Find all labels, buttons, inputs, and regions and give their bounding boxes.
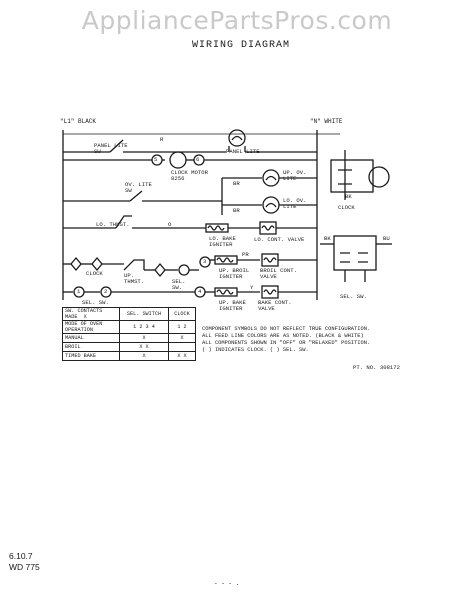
sel-switch-3 (178, 264, 190, 276)
broil-cont-valve-label: BROIL CONT. VALVE (260, 267, 297, 280)
bk-label-clock: BK (345, 193, 352, 200)
table-cell: 1 2 (168, 320, 196, 334)
upper-bake-igniter (214, 287, 238, 297)
sel-sw-left-label: SEL. SW. (82, 299, 109, 306)
br-label-1: BR (233, 180, 240, 187)
table-cell: CLOCK (168, 307, 196, 321)
table-cell: X (168, 333, 196, 343)
note-line: ALL COMPONENTS SHOWN IN "OFF" OR "RELAXE… (202, 340, 371, 346)
y-label: Y (250, 284, 254, 291)
panel-lite-label: PANEL LITE (226, 148, 260, 155)
clock-detail-box (330, 159, 374, 193)
oven-lite-switch (129, 190, 143, 202)
clock-motor (169, 151, 187, 169)
table-cell: X X (168, 351, 196, 361)
table-row: SW. CONTACTS MADE X SEL. SWITCH CLOCK (62, 307, 196, 321)
diagram-notes: COMPONENT SYMBOLS DO NOT REFLECT TRUE CO… (202, 326, 370, 354)
note-line: COMPONENT SYMBOLS DO NOT REFLECT TRUE CO… (202, 326, 371, 332)
clock-switch-a (70, 256, 82, 272)
switch-contacts-table: SW. CONTACTS MADE X SEL. SWITCH CLOCK MO… (62, 307, 196, 361)
table-row: MANUAL X X (62, 333, 196, 343)
num-3: 3 (203, 258, 207, 265)
note-line: ( ) INDICATES CLOCK. ( ) SEL. SW. (202, 347, 309, 353)
table-row: TIMED BAKE X X X (62, 351, 196, 361)
table-cell: BROIL (62, 342, 120, 352)
table-row: MODE OF OVEN OPERATION 1 2 3 4 1 2 (62, 320, 196, 334)
watermark: AppliancePartsPros.com (81, 6, 393, 35)
table-cell: MANUAL (62, 333, 120, 343)
footer-code-1: 6.10.7 (9, 551, 33, 561)
table-cell: 1 2 3 4 (119, 320, 169, 334)
lower-thermostat (115, 215, 132, 229)
upper-thermostat (123, 259, 145, 271)
bake-cont-valve-label: BAKE CONT. VALVE (258, 299, 292, 312)
clock-detail-dial (368, 166, 390, 188)
sel-sw-right-label: SEL. SW. (340, 293, 367, 300)
clock-switch-b (91, 256, 103, 272)
br-label-2: BR (233, 207, 240, 214)
n-label: "N" WHITE (310, 118, 343, 125)
table-cell: SEL. SWITCH (119, 307, 169, 321)
sel-switch-detail (333, 235, 377, 271)
num-2: 2 (104, 288, 108, 295)
up-bake-igniter-label: UP. BAKE IGNITER (219, 299, 246, 312)
bk-label-sel: BK (324, 235, 331, 242)
num-1: 1 (77, 288, 81, 295)
sel-sw-mid-label: SEL. SW. (172, 278, 186, 291)
table-cell (168, 342, 196, 352)
upper-oven-lamp (262, 169, 280, 187)
num-4: 4 (198, 288, 202, 295)
panel-lite-lamp (228, 129, 246, 147)
bu-label: BU (383, 235, 390, 242)
table-cell: X (119, 351, 169, 361)
note-line: ALL FEED LINE COLORS ARE AS NOTED. (BLAC… (202, 333, 364, 339)
num-5: 5 (154, 156, 158, 163)
bottom-mark: - - - . (214, 580, 240, 587)
terminal-3-b (199, 256, 211, 268)
table-cell: SW. CONTACTS MADE X (62, 307, 120, 321)
ov-lite-sw-label: OV. LITE SW (125, 181, 152, 194)
diagram-title: WIRING DIAGRAM (192, 40, 291, 51)
up-ov-lite-label: UP. OV. LITE (283, 169, 307, 182)
panel-lite-sw-label: PANEL LITE SW (94, 142, 128, 155)
upper-broil-igniter (214, 255, 238, 265)
table-row: BROIL X X (62, 342, 196, 352)
lower-oven-lamp (262, 196, 280, 214)
clock-label: CLOCK (86, 270, 103, 277)
table-cell: X (119, 333, 169, 343)
wire-o-label: O (168, 221, 172, 228)
table-cell: X X (119, 342, 169, 352)
clock-motor-label: CLOCK MOTOR 8256 (171, 169, 208, 182)
wire-r-label: R (160, 136, 164, 143)
pr-label: PR (242, 251, 249, 258)
table-cell: TIMED BAKE (62, 351, 120, 361)
footer-code-2: WD 775 (9, 562, 40, 572)
part-number: PT. NO. 308172 (353, 364, 400, 371)
lower-bake-igniter (205, 223, 229, 233)
up-thmst-label: UP. THMST. (124, 272, 145, 285)
clock-right-label: CLOCK (338, 204, 355, 211)
lo-bake-igniter-label: LO. BAKE IGNITER (209, 235, 236, 248)
lo-cont-valve-label: LO. CONT. VALVE (254, 236, 305, 243)
num-6: 6 (196, 156, 200, 163)
sel-switch-diamond (154, 262, 166, 278)
panel-lite-switch (109, 139, 124, 153)
lo-ov-lite-label: LO. OV. LITE (283, 197, 307, 210)
table-cell: MODE OF OVEN OPERATION (62, 320, 120, 334)
lo-thmst-label: LO. THMST. (96, 221, 130, 228)
up-broil-igniter-label: UP. BROIL IGNITER (219, 267, 250, 280)
l1-label: "L1" BLACK (60, 118, 97, 125)
